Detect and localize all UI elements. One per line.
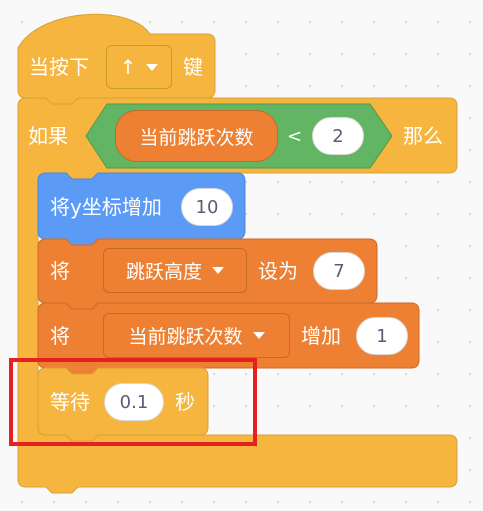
current-jumps-reporter-label: 当前跳跃次数 — [139, 126, 254, 149]
if-label: 如果 — [28, 124, 68, 148]
wait-seconds-input[interactable]: 0.1 — [104, 383, 164, 421]
then-label: 那么 — [403, 124, 443, 148]
change-by-label: 增加 — [301, 324, 341, 348]
highlight-box — [9, 358, 257, 446]
compare-value-input[interactable]: 2 — [312, 117, 364, 155]
set-value-input[interactable]: 7 — [313, 252, 365, 290]
set-variable-name: 跳跃高度 — [125, 261, 202, 283]
less-than-symbol: < — [287, 126, 303, 147]
change-y-value: 10 — [195, 196, 219, 218]
wait-prefix-label: 等待 — [50, 390, 90, 414]
dropdown-caret-icon — [146, 63, 159, 71]
set-to-label: 设为 — [258, 259, 298, 283]
wait-seconds-value: 0.1 — [119, 391, 149, 413]
compare-value: 2 — [332, 125, 344, 147]
dropdown-caret-icon — [252, 332, 265, 339]
key-dropdown[interactable]: ↑ — [106, 45, 172, 89]
key-dropdown-value: ↑ — [119, 55, 137, 79]
when-key-pressed-suffix: 键 — [183, 55, 203, 79]
change-value-input[interactable]: 1 — [356, 317, 408, 355]
change-variable-dropdown[interactable]: 当前跳跃次数 — [103, 313, 290, 358]
set-variable-dropdown[interactable]: 跳跃高度 — [103, 248, 247, 293]
when-key-pressed-prefix: 当按下 — [29, 55, 89, 79]
change-prefix-label: 将 — [50, 324, 70, 348]
change-value: 1 — [376, 325, 388, 347]
change-variable-block-shape[interactable] — [37, 302, 420, 375]
current-jumps-reporter[interactable]: 当前跳跃次数 — [115, 110, 278, 162]
change-y-value-input[interactable]: 10 — [181, 188, 233, 226]
change-variable-name: 当前跳跃次数 — [128, 326, 243, 348]
change-y-label: 将y坐标增加 — [50, 195, 162, 219]
dropdown-caret-icon — [212, 267, 224, 274]
wait-suffix-label: 秒 — [175, 390, 195, 414]
set-prefix-label: 将 — [50, 259, 70, 283]
set-value: 7 — [333, 260, 345, 282]
